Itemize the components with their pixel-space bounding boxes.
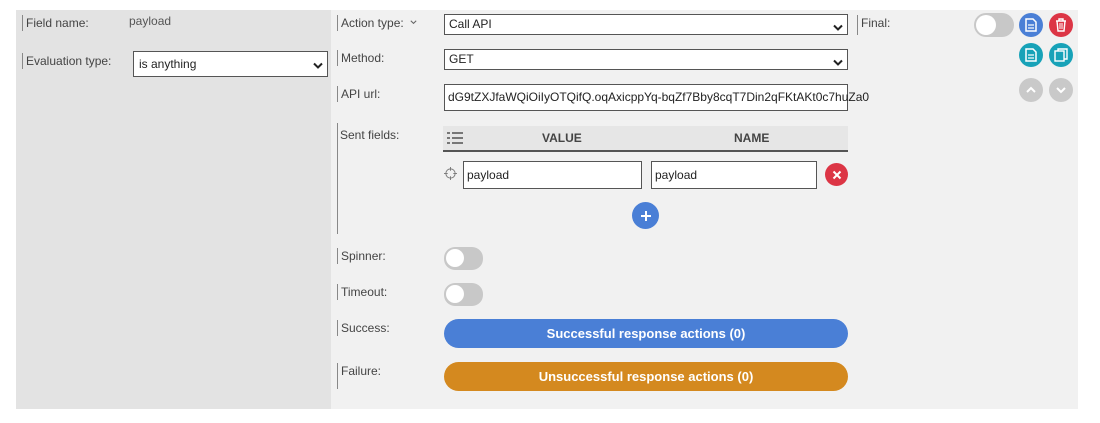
column-header-value: VALUE xyxy=(542,131,582,145)
field-name-value: payload xyxy=(129,14,172,28)
chevron-down-icon xyxy=(833,24,843,31)
chevron-down-icon xyxy=(313,62,323,69)
chevron-down-icon xyxy=(833,59,843,66)
sent-fields-divider xyxy=(337,123,338,234)
duplicate-button[interactable] xyxy=(1019,43,1043,67)
copy-icon xyxy=(1025,48,1037,62)
evaluation-type-select[interactable]: is anything xyxy=(133,51,328,77)
spinner-label: Spinner: xyxy=(337,248,386,264)
paste-button[interactable] xyxy=(1049,43,1073,67)
toggle-knob xyxy=(446,285,464,303)
remove-row-button[interactable] xyxy=(825,163,848,186)
method-label: Method: xyxy=(337,50,384,66)
final-toggle[interactable] xyxy=(974,13,1014,37)
column-header-name: NAME xyxy=(734,131,770,145)
spinner-toggle[interactable] xyxy=(444,247,483,270)
close-icon xyxy=(832,170,841,179)
document-icon xyxy=(1025,18,1037,32)
final-label: Final: xyxy=(857,15,890,35)
timeout-toggle[interactable] xyxy=(444,283,483,306)
list-icon[interactable] xyxy=(447,131,463,145)
api-url-input[interactable]: dG9tZXJfaWQiOiIyOTQifQ.oqAxicppYq-bqZf7B… xyxy=(444,84,869,111)
field-name-label: Field name: xyxy=(22,15,89,31)
drag-handle-icon[interactable] xyxy=(444,167,457,180)
failure-actions-button[interactable]: Unsuccessful response actions (0) xyxy=(444,362,848,391)
trash-icon xyxy=(1056,18,1066,32)
sent-fields-label: Sent fields: xyxy=(340,128,400,142)
action-type-select[interactable]: Call API xyxy=(444,14,848,35)
method-select[interactable]: GET xyxy=(444,49,848,70)
action-type-label-text: Action type: xyxy=(341,16,404,30)
method-value: GET xyxy=(449,52,474,66)
plus-icon xyxy=(640,210,651,221)
delete-button[interactable] xyxy=(1049,13,1073,37)
sent-field-name-input[interactable]: payload xyxy=(651,161,817,189)
move-up-button[interactable] xyxy=(1019,78,1043,102)
evaluation-type-value: is anything xyxy=(139,57,197,71)
timeout-label: Timeout: xyxy=(337,284,387,300)
action-type-value: Call API xyxy=(449,17,492,31)
action-type-label: Action type: xyxy=(337,15,418,31)
success-actions-button[interactable]: Successful response actions (0) xyxy=(444,319,848,348)
sent-fields-table-header: VALUE NAME xyxy=(443,126,848,152)
chevron-up-icon xyxy=(1026,86,1036,93)
move-down-button[interactable] xyxy=(1049,78,1073,102)
clipboard-icon xyxy=(1054,48,1068,62)
add-row-button[interactable] xyxy=(632,202,659,229)
api-url-label: API url: xyxy=(337,86,380,102)
chevron-down-icon[interactable] xyxy=(409,18,418,27)
toggle-knob xyxy=(446,249,464,267)
evaluation-type-label: Evaluation type: xyxy=(22,53,111,69)
failure-label: Failure: xyxy=(337,363,381,389)
document-button[interactable] xyxy=(1019,13,1043,37)
success-label: Success: xyxy=(337,320,390,336)
sent-field-value-input[interactable]: payload xyxy=(463,161,642,189)
toggle-knob xyxy=(976,15,996,35)
chevron-down-icon xyxy=(1056,87,1066,94)
